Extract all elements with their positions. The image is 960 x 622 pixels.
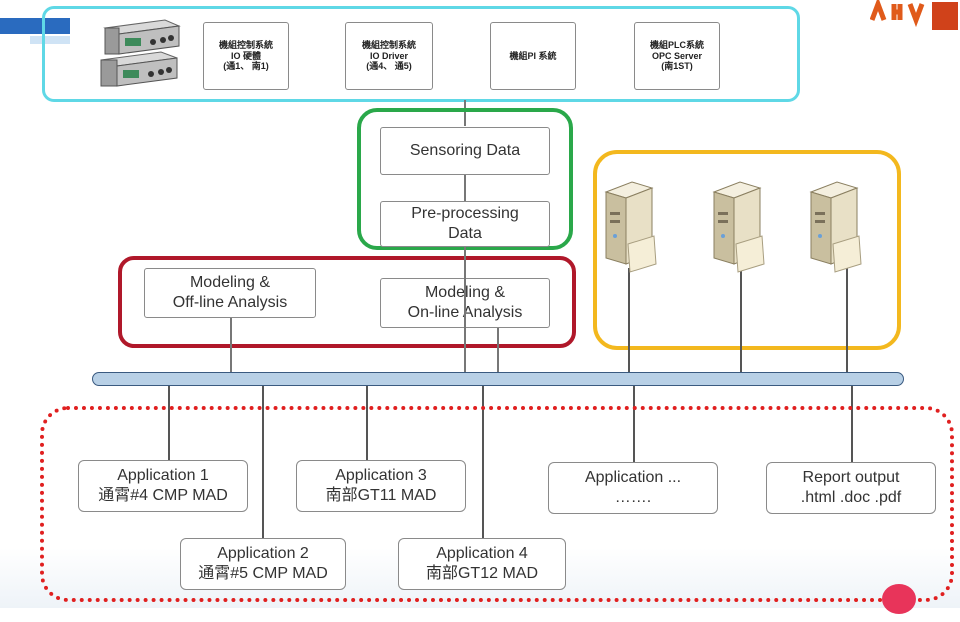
connector-bus-app5	[633, 386, 635, 462]
report-label-1: Report output	[802, 469, 900, 486]
server-icon-2	[706, 178, 768, 274]
connector-bus-app3	[366, 386, 368, 460]
io-hardware-line-1: 機組控制系統	[218, 39, 273, 50]
application-3-box: Application 3 南部GT11 MAD	[296, 460, 466, 512]
preprocessing-label-2: Data	[448, 225, 482, 242]
pi-system-line-1: 機組PI 系統	[509, 50, 557, 61]
connector-preproc-online	[464, 247, 466, 374]
sensoring-data-label: Sensoring Data	[409, 142, 521, 159]
offline-analysis-box: Modeling & Off-line Analysis	[144, 268, 316, 318]
preprocessing-label-1: Pre-processing	[411, 205, 519, 222]
app4-label-2: 南部GT12 MAD	[425, 565, 539, 582]
io-hardware-line-3: (通1、 南1)	[223, 61, 269, 72]
io-hardware-line-2: IO 硬體	[230, 50, 261, 61]
app3-label-1: Application 3	[335, 467, 427, 484]
connector-equipment-sensor	[464, 100, 466, 126]
applications-group	[40, 406, 954, 602]
plc-system-line-2: OPC Server	[651, 50, 703, 61]
app5-label-1: Application ...	[584, 469, 682, 486]
corner-decoration	[0, 18, 70, 34]
plc-system-line-1: 機組PLC系統	[649, 39, 704, 50]
server-icon-1	[598, 178, 660, 274]
bus-label	[464, 372, 524, 386]
plc-system-line-3: (南1ST)	[661, 61, 693, 72]
io-driver-line-2: IO Driver	[369, 50, 409, 61]
report-output-box: Report output .html .doc .pdf	[766, 462, 936, 514]
io-driver-line-3: (通4、 通5)	[366, 61, 412, 72]
app4-label-1: Application 4	[436, 545, 528, 562]
connector-bus-app2	[262, 386, 264, 538]
logo-fragment	[869, 0, 960, 30]
corner-badge-icon	[882, 584, 916, 614]
instrument-icon	[95, 16, 183, 90]
application-4-box: Application 4 南部GT12 MAD	[398, 538, 566, 590]
app3-label-2: 南部GT11 MAD	[325, 487, 437, 504]
network-bus	[92, 372, 904, 386]
io-driver-line-1: 機組控制系統	[361, 39, 416, 50]
application-2-box: Application 2 通霄#5 CMP MAD	[180, 538, 346, 590]
server-group	[593, 150, 901, 350]
connector-sensor-preproc	[464, 175, 466, 201]
connector-bus-app1	[168, 386, 170, 460]
application-more-box: Application ... …….	[548, 462, 718, 514]
app2-label-2: 通霄#5 CMP MAD	[198, 565, 328, 582]
connector-bus-app4	[482, 386, 484, 538]
connector-server2-bus	[740, 268, 742, 374]
connector-server1-bus	[628, 268, 630, 374]
app1-label-1: Application 1	[117, 467, 209, 484]
offline-label-1: Modeling &	[189, 274, 271, 291]
report-label-2: .html .doc .pdf	[800, 489, 902, 506]
modeling-group	[118, 256, 576, 348]
equipment-group	[42, 6, 800, 102]
app1-label-2: 通霄#4 CMP MAD	[98, 487, 228, 504]
logo-mark-icon	[869, 0, 958, 30]
connector-offline-bus	[230, 318, 232, 374]
pi-system-box: 機組PI 系統	[490, 22, 576, 90]
preprocessing-box: Pre-processing Data	[380, 201, 550, 247]
corner-decoration-small	[30, 36, 70, 44]
io-driver-box: 機組控制系統 IO Driver (通4、 通5)	[345, 22, 433, 90]
server-icon-3	[803, 178, 865, 274]
connector-bus-report	[851, 386, 853, 462]
app2-label-1: Application 2	[217, 545, 309, 562]
plc-system-box: 機組PLC系統 OPC Server (南1ST)	[634, 22, 720, 90]
application-1-box: Application 1 通霄#4 CMP MAD	[78, 460, 248, 512]
app5-label-2: …….	[614, 489, 652, 506]
connector-server3-bus	[846, 268, 848, 374]
connector-online-bus	[497, 328, 499, 374]
io-hardware-box: 機組控制系統 IO 硬體 (通1、 南1)	[203, 22, 289, 90]
sensoring-data-box: Sensoring Data	[380, 127, 550, 175]
offline-label-2: Off-line Analysis	[172, 294, 288, 311]
